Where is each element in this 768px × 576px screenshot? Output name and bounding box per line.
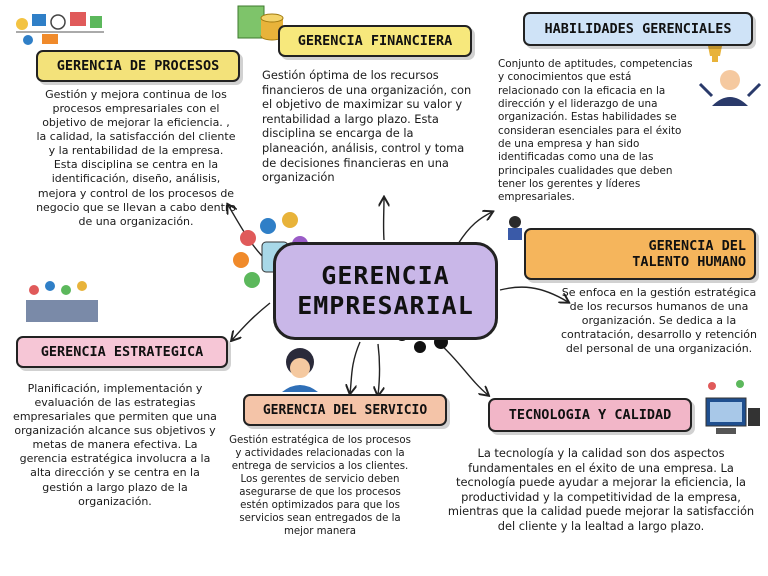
- label-estrategica: GERENCIA ESTRATEGICA: [16, 336, 228, 368]
- process-network-icon: [16, 12, 104, 45]
- connector-habilidades: [457, 212, 492, 245]
- desc-procesos: Gestión y mejora continua de los proceso…: [36, 88, 236, 228]
- strategy-people-icon: [26, 281, 98, 322]
- label-tecnologia: TECNOLOGIA Y CALIDAD: [488, 398, 692, 432]
- label-procesos: GERENCIA DE PROCESOS: [36, 50, 240, 82]
- desc-tecnologia: La tecnología y la calidad son dos aspec…: [447, 446, 755, 533]
- connector-servicio: [350, 341, 361, 393]
- desc-estrategica: Planificación, implementación y evaluaci…: [13, 382, 217, 508]
- label-financiera: GERENCIA FINANCIERA: [278, 25, 472, 57]
- connector-tecnologia: [439, 343, 488, 395]
- center-title-line2: EMPRESARIAL: [297, 291, 474, 320]
- connector-servicio-2: [378, 343, 380, 395]
- desc-servicio: Gestión estratégica de los procesos y ac…: [229, 435, 411, 538]
- label-talento: GERENCIA DEL TALENTO HUMANO: [524, 228, 756, 280]
- headset-agent-icon: [282, 348, 318, 392]
- connector-estrategica: [232, 302, 271, 340]
- connector-talento: [499, 286, 568, 302]
- desc-talento: Se enfoca en la gestión estratégica de l…: [561, 286, 757, 356]
- computer-devices-icon: [705, 380, 760, 434]
- desc-financiera: Gestión óptima de los recursos financier…: [262, 68, 472, 185]
- trophy-leader-icon: [698, 46, 762, 106]
- center-node: GERENCIA EMPRESARIAL: [273, 242, 498, 340]
- label-servicio: GERENCIA DEL SERVICIO: [243, 394, 447, 426]
- money-coins-icon: [237, 5, 284, 41]
- desc-habilidades: Conjunto de aptitudes, competencias y co…: [498, 58, 693, 204]
- label-habilidades: HABILIDADES GERENCIALES: [523, 12, 753, 46]
- center-title-line1: GERENCIA: [321, 261, 450, 290]
